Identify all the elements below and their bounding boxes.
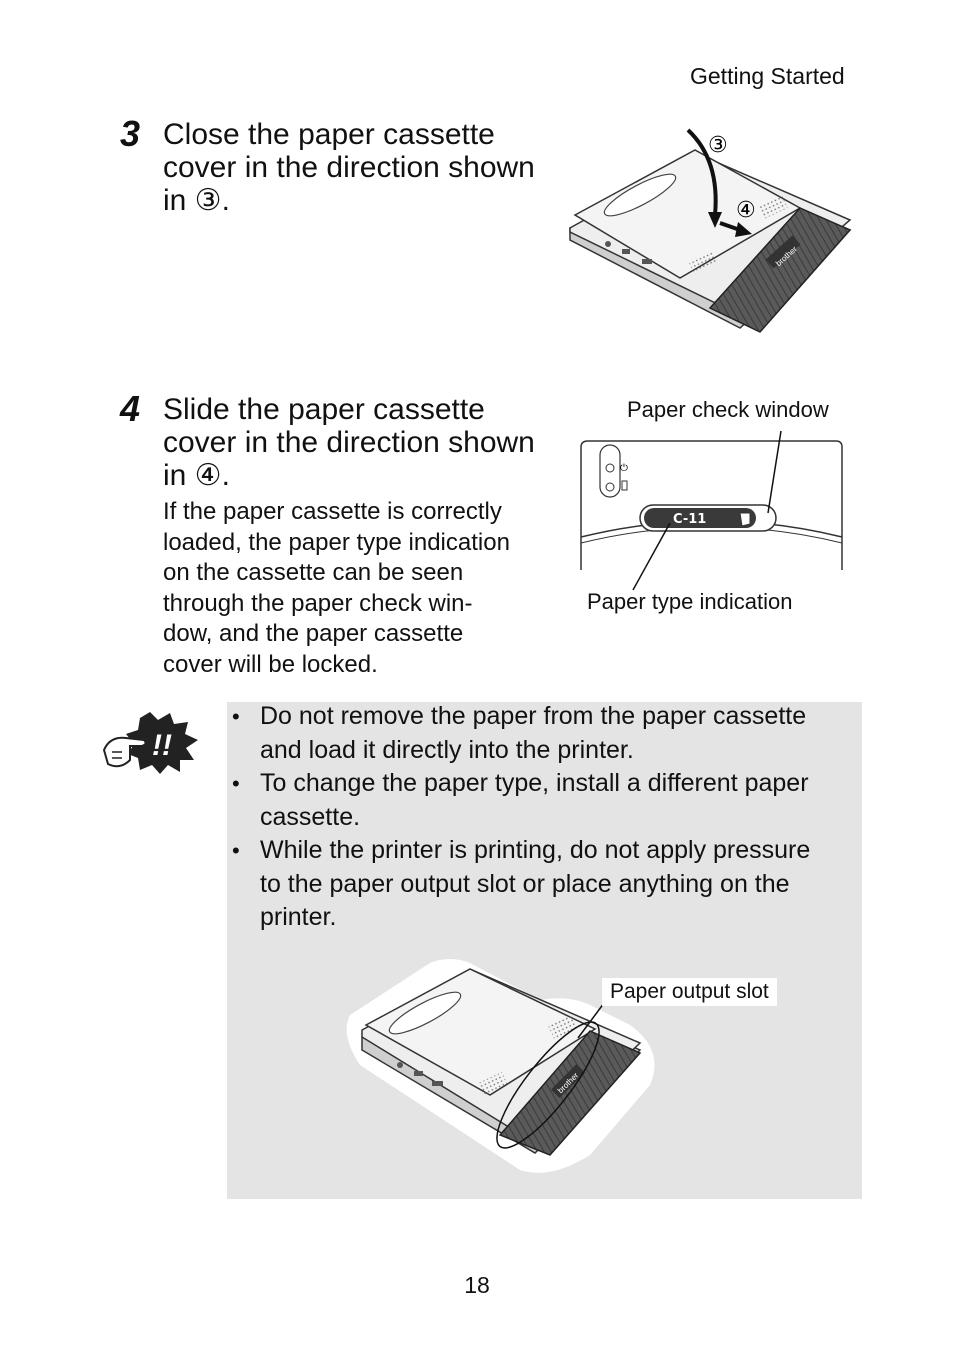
step-3-number: 3 [120,113,141,154]
paper-type-indication-label: Paper type indication [587,589,793,614]
step-3-title-line: cover in the direction shown [163,151,535,184]
body-line: If the paper cassette is correctly [163,498,502,525]
bullet-line: cassette. [260,802,361,831]
bullet-item: Do not remove the paper from the paper c… [232,700,857,767]
body-line: through the paper check win- [163,589,473,617]
bullet-line: to the paper output slot or place anythi… [260,869,790,898]
step-4-title-line: Slide the paper cassette [163,393,485,426]
bullet-line: Do not remove the paper from the paper c… [260,702,807,730]
caution-hand-icon: !! [102,712,198,774]
step-4-body: If the paper cassette is correctly loade… [163,497,510,680]
step-4-number: 4 [120,388,141,429]
body-line: on the cassette can be seen [163,559,464,586]
bullet-line: printer. [260,903,337,931]
bullet-line: While the printer is printing, do not ap… [260,836,811,864]
caution-bullet-list: Do not remove the paper from the paper c… [232,700,857,935]
paper-output-slot-illustration: brother [346,959,655,1173]
bullet-item: To change the paper type, install a diff… [232,767,857,834]
step-4-title: Slide the paper cassette cover in the di… [163,393,535,492]
step-4-title-line: cover in the direction shown [163,426,535,459]
marker-4: ④ [736,198,756,223]
page-number: 18 [464,1272,490,1298]
battery-icon [621,480,628,491]
body-line: cover will be locked. [163,650,378,678]
step-3-title-line: Close the paper cassette [163,118,495,151]
body-line: dow, and the paper cassette [163,620,464,647]
cassette-code: C-11 [673,512,706,527]
step-3-title-line: in ③. [163,184,230,217]
step-4-title-line: in ④. [163,459,230,492]
bullet-item: While the printer is printing, do not ap… [232,834,857,935]
svg-text:!!: !! [152,729,172,762]
paper-output-slot-label: Paper output slot [602,978,777,1006]
step-3-title: Close the paper cassette cover in the di… [163,118,535,217]
marker-3: ③ [708,133,728,158]
body-line: loaded, the paper type indication [163,528,510,556]
bullet-line: and load it directly into the printer. [260,735,634,764]
step-3-printer-illustration: brother ③ ④ [569,128,852,333]
bullet-line: To change the paper type, install a diff… [260,769,809,797]
power-icon: ⏻ [620,463,628,474]
paper-check-window-illustration: ⏻ C-11 [580,430,843,591]
paper-check-window-label: Paper check window [627,397,829,422]
section-header: Getting Started [690,63,845,89]
